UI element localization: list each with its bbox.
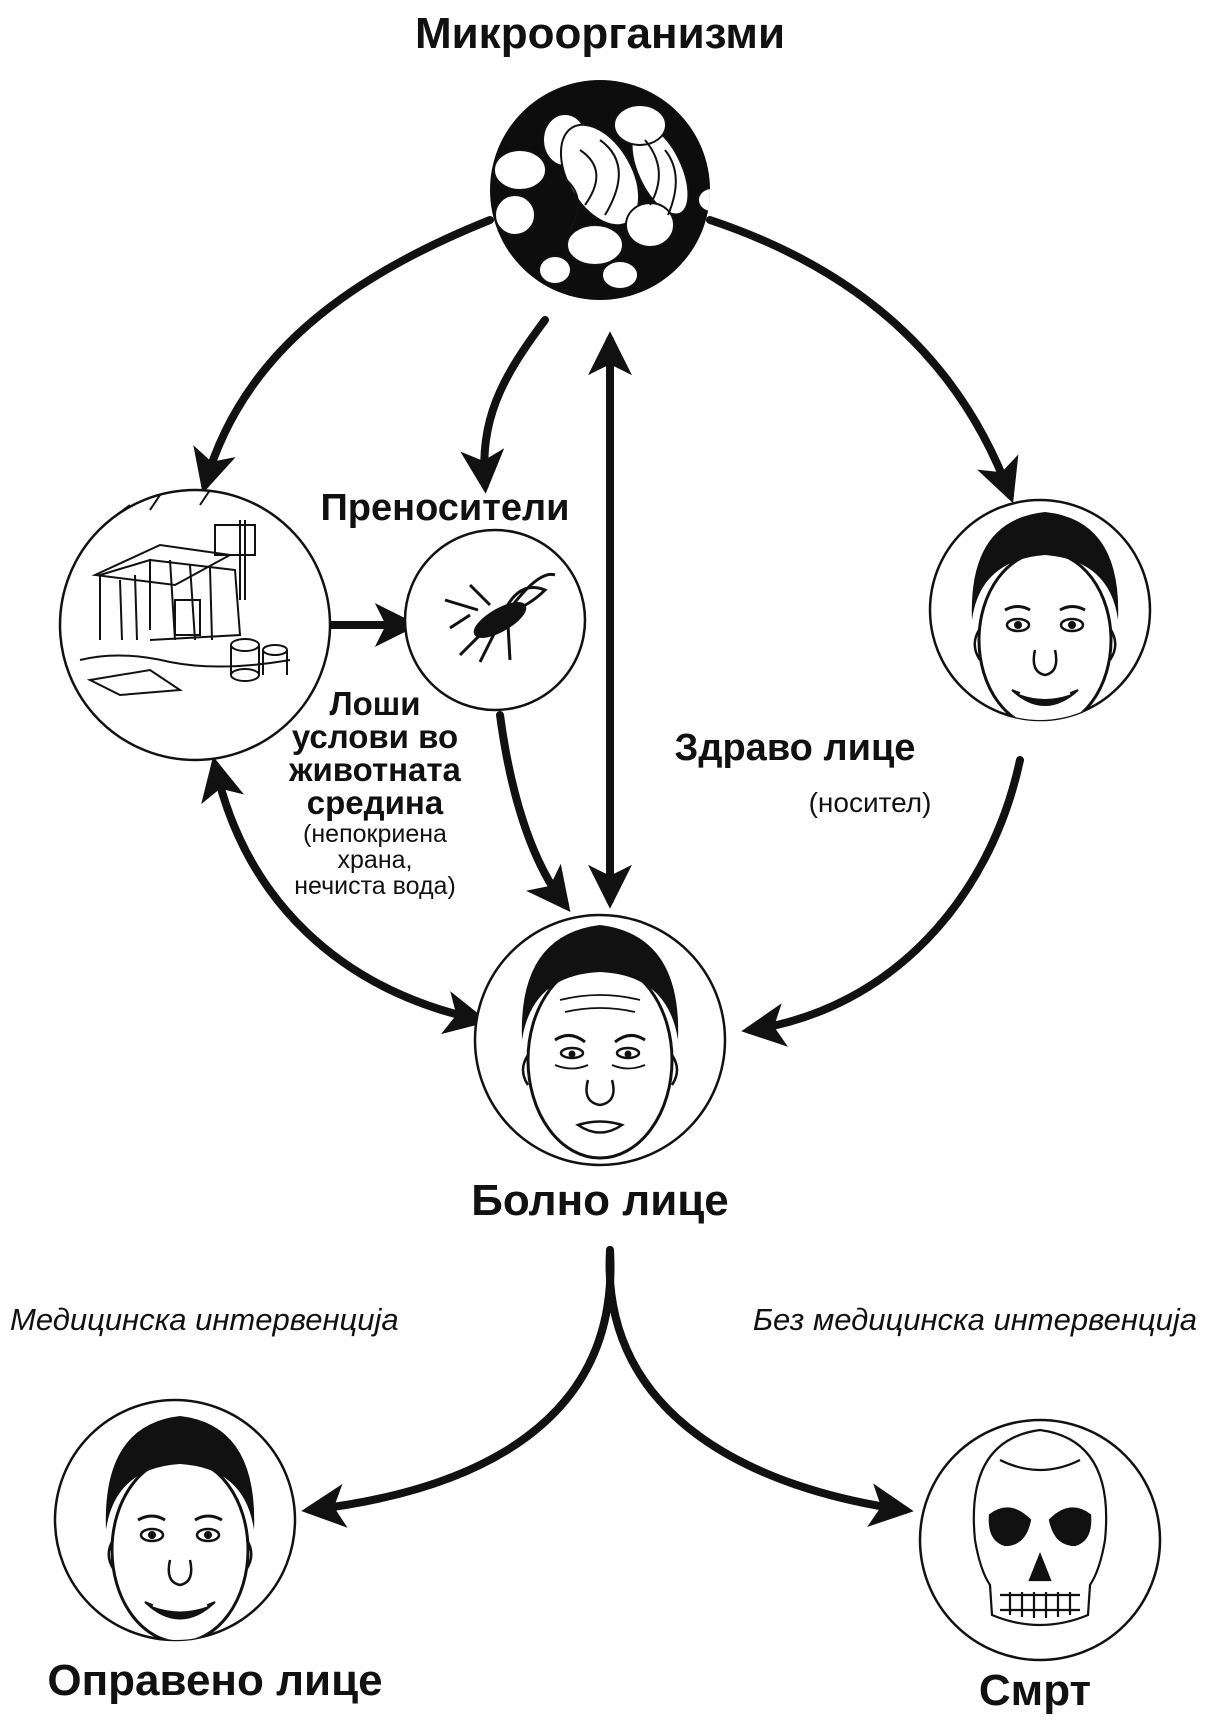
vectors-label: Преносители bbox=[320, 487, 569, 529]
sick-person-node bbox=[473, 913, 727, 1167]
microorganisms-node bbox=[490, 80, 710, 300]
poor-conditions-label: Лоши услови во животната средина (непокр… bbox=[288, 685, 461, 900]
healthy-person-label: Здраво лице bbox=[675, 727, 916, 769]
healthy-person-note: (носител) bbox=[809, 787, 932, 818]
smiling-face-icon bbox=[105, 1416, 255, 1640]
poor-conditions-line-2: услови во bbox=[292, 718, 458, 755]
poor-conditions-note-1: (непокриена bbox=[303, 820, 447, 848]
medical-intervention-label: Медицинска интервенција bbox=[10, 1302, 399, 1337]
poor-conditions-note-2: храна, bbox=[338, 846, 413, 874]
poor-conditions-note-3: нечиста вода) bbox=[294, 872, 456, 900]
arrows bbox=[193, 216, 1024, 1528]
arrow-micro-to-vectors bbox=[460, 316, 549, 494]
sick-face-icon bbox=[521, 925, 679, 1160]
smiling-face-icon bbox=[971, 512, 1119, 720]
death-node bbox=[918, 1418, 1162, 1662]
poor-conditions-line-4: средина bbox=[307, 784, 444, 821]
sick-person-label: Болно лице bbox=[471, 1176, 729, 1225]
environment-node bbox=[58, 488, 332, 762]
recovered-person-label: Оправено лице bbox=[47, 1656, 382, 1705]
arrow-environment-sick-bidirectional bbox=[201, 756, 489, 1035]
bacteria-cluster-icon bbox=[493, 104, 710, 290]
slum-shack-icon bbox=[79, 489, 291, 697]
vectors-node bbox=[403, 528, 587, 712]
fly-icon bbox=[444, 572, 556, 663]
arrow-vectors-to-sick bbox=[496, 711, 571, 912]
recovered-person-node bbox=[53, 1398, 297, 1642]
poor-conditions-line-3: животната bbox=[288, 751, 461, 788]
microorganisms-label: Микроорганизми bbox=[415, 9, 785, 58]
arrow-healthy-to-sick bbox=[741, 756, 1024, 1047]
healthy-person-node bbox=[928, 498, 1152, 722]
arrow-micro-to-healthy bbox=[706, 216, 1019, 504]
arrow-sick-to-death bbox=[605, 1246, 914, 1527]
arrow-sick-to-recovered bbox=[301, 1246, 615, 1528]
poor-conditions-line-1: Лоши bbox=[329, 685, 420, 722]
arrow-micro-to-environment bbox=[193, 216, 494, 494]
skull-icon bbox=[972, 1428, 1108, 1627]
no-medical-intervention-label: Без медицинска интервенција bbox=[753, 1302, 1197, 1337]
death-label: Смрт bbox=[979, 1666, 1091, 1715]
